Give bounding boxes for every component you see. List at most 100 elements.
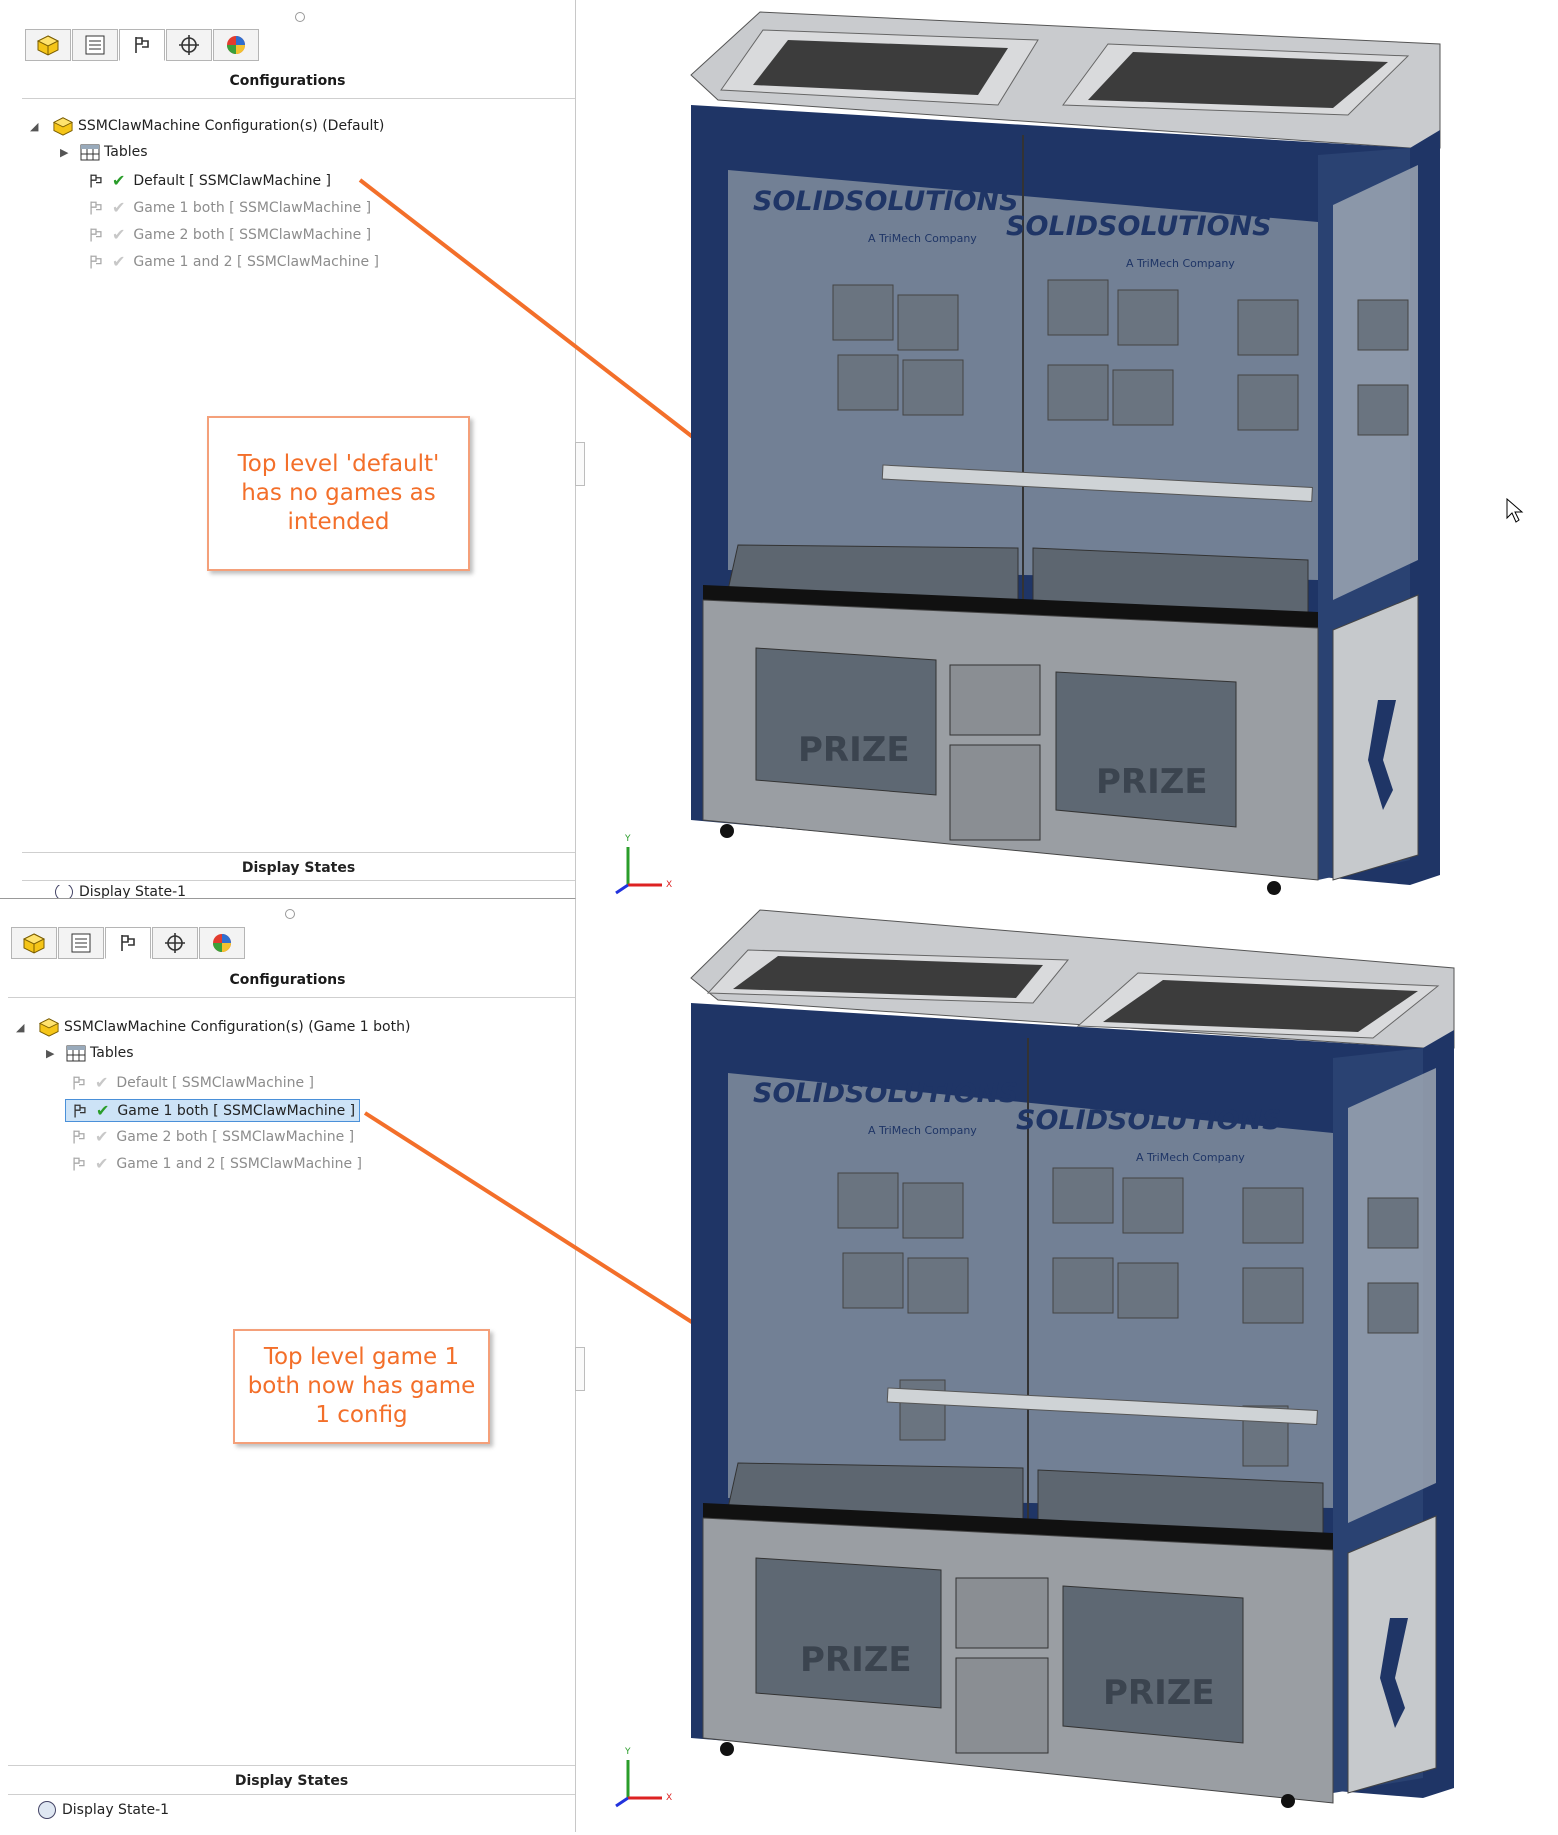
axis-triad-icon — [615, 847, 662, 895]
config-item[interactable]: ✔ Game 1 both [ SSMClawMachine ] — [82, 197, 375, 218]
claw-machine-model — [690, 11, 1441, 895]
panel-grip[interactable] — [295, 12, 305, 22]
axis-x-label: X — [666, 1793, 673, 1803]
collapse-caret-icon[interactable]: ◢ — [16, 1020, 25, 1034]
checkmark-icon: ✔ — [95, 1073, 109, 1092]
expand-caret-icon[interactable]: ▶ — [46, 1046, 55, 1060]
tables-label: Tables — [90, 1045, 134, 1061]
config-item-label: Default [ SSMClawMachine ] — [133, 172, 331, 189]
divider — [8, 997, 575, 998]
prize-label: PRIZE — [800, 1640, 912, 1680]
display-state-icon — [55, 885, 73, 898]
configuration-manager-icon — [135, 37, 149, 53]
brand-subtext: A TriMech Company — [868, 232, 977, 245]
configuration-icon — [73, 1156, 85, 1171]
configuration-icon — [90, 200, 102, 215]
config-item-label: Game 1 and 2 [ SSMClawMachine ] — [116, 1155, 363, 1172]
configuration-manager-icon — [121, 935, 135, 951]
config-item[interactable]: ✔ Game 1 and 2 [ SSMClawMachine ] — [65, 1153, 366, 1174]
configuration-icon — [90, 254, 102, 269]
brand-subtext: A TriMech Company — [1126, 257, 1235, 270]
tab-configuration-manager[interactable] — [105, 927, 151, 959]
dimxpert-icon — [179, 35, 199, 55]
brand-text: SOLIDSOLUTIONS — [753, 186, 1019, 217]
checkmark-icon: ✔ — [112, 252, 126, 271]
panel-grip[interactable] — [285, 909, 295, 919]
tab-display-manager[interactable] — [199, 927, 245, 959]
bottom-feature-panel: Configurations ◢ SSMClawMachine Configur… — [0, 898, 585, 1832]
brand-text: SOLIDSOLUTIONS — [1016, 1105, 1282, 1136]
config-item[interactable]: ✔ Game 1 and 2 [ SSMClawMachine ] — [82, 251, 383, 272]
tables-label: Tables — [104, 144, 148, 160]
brand-text: SOLIDSOLUTIONS — [753, 1078, 1019, 1109]
top-graphics-viewport[interactable]: SOLIDSOLUTIONS A TriMech Company SOLIDSO… — [578, 0, 1558, 898]
collapse-caret-icon[interactable]: ◢ — [30, 119, 39, 133]
config-item-label: Game 2 both [ SSMClawMachine ] — [133, 226, 372, 243]
table-icon — [80, 144, 100, 161]
feature-manager-icon — [22, 933, 46, 954]
property-manager-icon — [71, 933, 91, 953]
claw-machine-model — [690, 909, 1455, 1808]
tab-property-manager[interactable] — [72, 29, 118, 61]
property-manager-icon — [85, 35, 105, 55]
configuration-icon — [90, 227, 102, 242]
tab-property-manager[interactable] — [58, 927, 104, 959]
brand-subtext: A TriMech Company — [1136, 1151, 1245, 1164]
config-item-label: Game 1 both [ SSMClawMachine ] — [117, 1102, 356, 1119]
mouse-cursor-icon — [1506, 498, 1524, 523]
top-feature-panel: Configurations ◢ SSMClawMachine Configur… — [0, 0, 585, 898]
display-states-heading: Display States — [234, 1773, 349, 1789]
brand-subtext: A TriMech Company — [868, 1124, 977, 1137]
checkmark-icon: ✔ — [112, 198, 126, 217]
tab-configuration-manager[interactable] — [119, 29, 165, 61]
config-item-label: Game 1 both [ SSMClawMachine ] — [133, 199, 372, 216]
prize-label: PRIZE — [1096, 762, 1208, 802]
tree-root[interactable]: ◢ SSMClawMachine Configuration(s) (Game … — [16, 1017, 410, 1037]
axis-y-label: Y — [625, 834, 631, 844]
feature-manager-icon — [36, 35, 60, 56]
display-manager-icon — [213, 934, 231, 952]
divider — [8, 1794, 575, 1795]
panel-splitter-handle[interactable] — [575, 1347, 585, 1391]
config-item[interactable]: ✔Game 2 both [ SSMClawMachine ] — [82, 224, 375, 245]
expand-caret-icon[interactable]: ▶ — [60, 145, 69, 159]
axis-x-label: X — [666, 880, 673, 890]
configuration-icon — [74, 1103, 86, 1118]
config-item[interactable]: ✔ Game 1 both [ SSMClawMachine ] — [65, 1099, 361, 1122]
part-config-icon — [38, 1018, 60, 1037]
configurations-heading: Configurations — [229, 972, 346, 988]
checkmark-icon: ✔ — [96, 1101, 110, 1120]
axis-y-label: Y — [625, 1747, 631, 1757]
tab-dimxpert[interactable] — [166, 29, 212, 61]
table-icon — [66, 1045, 86, 1062]
brand-text: SOLIDSOLUTIONS — [1006, 211, 1272, 242]
config-item[interactable]: ✔ Default [ SSMClawMachine ] — [82, 170, 335, 191]
checkmark-icon: ✔ — [112, 171, 126, 190]
bottom-graphics-viewport[interactable]: SOLIDSOLUTIONS A TriMech Company SOLIDSO… — [578, 898, 1558, 1831]
part-config-icon — [52, 117, 74, 136]
display-state-item[interactable]: Display State-1 — [55, 885, 186, 898]
checkmark-icon: ✔ — [95, 1154, 109, 1173]
tab-dimxpert[interactable] — [152, 927, 198, 959]
configuration-icon — [73, 1129, 85, 1144]
config-item[interactable]: ✔ Default [ SSMClawMachine ] — [65, 1072, 318, 1093]
axis-triad-icon — [615, 1760, 662, 1808]
panel-splitter-handle[interactable] — [575, 442, 585, 486]
tab-display-manager[interactable] — [213, 29, 259, 61]
prize-label: PRIZE — [798, 730, 910, 770]
tree-root[interactable]: ◢ SSMClawMachine Configuration(s) (Defau… — [30, 116, 384, 136]
config-item-label: Default [ SSMClawMachine ] — [116, 1074, 314, 1091]
divider — [22, 852, 575, 853]
tab-feature-manager[interactable] — [25, 29, 71, 61]
root-label: SSMClawMachine Configuration(s) (Game 1 … — [64, 1019, 411, 1035]
tab-feature-manager[interactable] — [11, 927, 57, 959]
divider — [22, 880, 575, 881]
display-states-heading: Display States — [241, 860, 356, 876]
tree-tables[interactable]: ▶ Tables — [60, 143, 148, 161]
configuration-icon — [73, 1075, 85, 1090]
tree-tables[interactable]: ▶ Tables — [46, 1044, 134, 1062]
annotation-callout: Top level 'default' has no games as inte… — [207, 416, 470, 571]
config-item-label: Game 1 and 2 [ SSMClawMachine ] — [133, 253, 380, 270]
display-state-item[interactable]: Display State-1 — [38, 1801, 169, 1819]
config-item[interactable]: ✔Game 2 both [ SSMClawMachine ] — [65, 1126, 358, 1147]
